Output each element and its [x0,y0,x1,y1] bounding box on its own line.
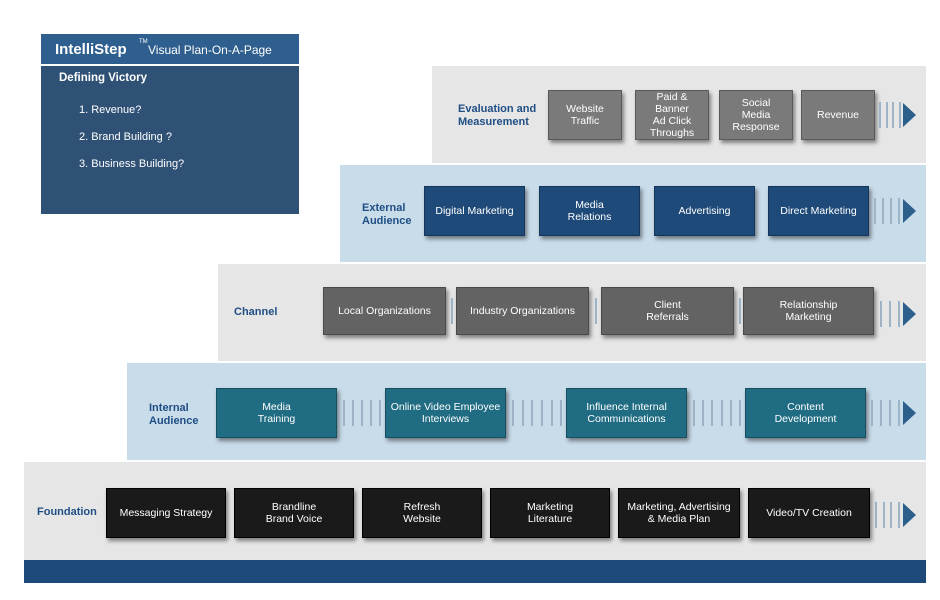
connector-dash [897,400,900,426]
box-industry-organizations: Industry Organizations [456,287,589,335]
connector-dash [531,400,534,426]
flow-arrow-icon [903,199,916,223]
box-brandline: Brandline Brand Voice [234,488,354,538]
connector-dash [892,102,895,128]
connector-dash [871,400,874,426]
connector-dash [888,301,891,327]
connector-dash [738,298,741,324]
connector-dash [885,102,888,128]
box-client-referrals: Client Referrals [601,287,734,335]
connector-dash [720,400,723,426]
box-website-traffic: Website Traffic [548,90,622,140]
flow-arrow-icon [903,503,916,527]
connector-dash [702,400,704,426]
tier-label-foundation: Foundation [37,506,97,518]
flow-arrow-icon [903,103,916,127]
connector-dash [550,400,553,426]
connector-dash [370,400,373,426]
tier-label-external: External Audience [362,202,412,227]
connector-dash [890,198,892,224]
connector-dash [874,502,877,528]
connector-dash [361,400,363,426]
victory-item: 3. Business Building? [79,158,185,170]
box-direct-marketing: Direct Marketing [768,186,869,236]
box-content-development: Content Development [745,388,866,438]
connector-dash [451,298,453,324]
connector-dash [880,400,883,426]
defining-victory-panel: Defining Victory 1. Revenue? 2. Brand Bu… [41,66,299,214]
box-influence-internal: Influence Internal Communications [566,388,687,438]
connector-dash [879,102,882,128]
connector-dash [739,400,742,426]
panel-heading: Defining Victory [59,72,147,84]
connector-dash [521,400,524,426]
tier-label-evaluation: Evaluation and Measurement [458,103,537,128]
connector-dash [898,102,901,128]
box-relationship-marketing: Relationship Marketing [743,287,874,335]
box-messaging-strategy: Messaging Strategy [106,488,226,538]
box-video-tv: Video/TV Creation [748,488,870,538]
flow-arrow-icon [903,302,916,326]
box-revenue: Revenue [801,90,875,140]
connector-dash [897,301,900,327]
plan-title: Visual Plan-On-A-Page [148,43,272,57]
connector-dash [560,400,563,426]
box-social-media: Social Media Response [719,90,793,140]
victory-item: 1. Revenue? [79,104,142,116]
connector-dash [692,400,695,426]
box-paid-banner: Paid & Banner Ad Click Throughs [635,90,709,140]
plan-header: IntelliStep TM Visual Plan-On-A-Page [41,34,299,64]
tier-label-channel: Channel [234,306,278,318]
bottom-bar [24,560,926,583]
victory-item: 2. Brand Building ? [79,131,172,143]
connector-dash [351,400,354,426]
tier-label-internal: Internal Audience [149,402,199,427]
connector-dash [888,400,891,426]
connector-dash [711,400,714,426]
box-media-relations: Media Relations [539,186,640,236]
connector-dash [379,400,382,426]
box-digital-marketing: Digital Marketing [424,186,525,236]
box-marketing-literature: Marketing Literature [490,488,610,538]
connector-dash [882,502,885,528]
connector-dash [595,298,597,324]
connector-dash [540,400,543,426]
connector-dash [882,198,884,224]
box-advertising: Advertising [654,186,755,236]
connector-dash [342,400,345,426]
trademark-mark: TM [139,39,148,45]
flow-arrow-icon [903,401,916,425]
connector-dash [879,301,882,327]
box-online-video: Online Video Employee Interviews [385,388,506,438]
connector-dash [730,400,732,426]
connector-dash [874,198,876,224]
brand-name: IntelliStep [55,41,127,58]
connector-dash [890,502,893,528]
box-local-organizations: Local Organizations [323,287,446,335]
connector-dash [898,198,900,224]
box-refresh-website: Refresh Website [362,488,482,538]
box-media-training: Media Training [216,388,337,438]
connector-dash [511,400,514,426]
box-marketing-plan: Marketing, Advertising & Media Plan [618,488,740,538]
connector-dash [898,502,901,528]
